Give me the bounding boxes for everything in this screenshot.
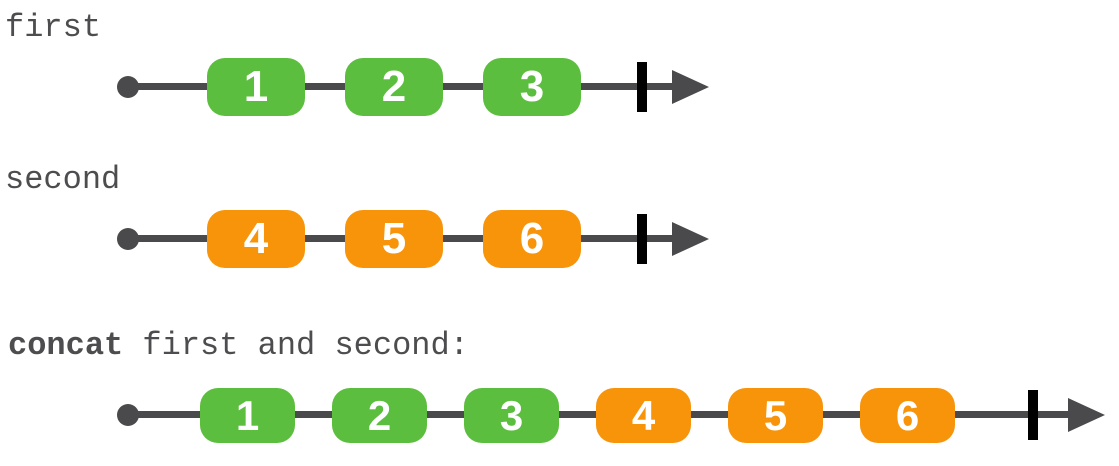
label-text: second — [5, 161, 121, 198]
marble-6: 6 — [483, 210, 581, 268]
arrowhead-icon — [1068, 398, 1105, 432]
stream-label-first: first — [5, 10, 101, 45]
complete-marker — [637, 214, 647, 264]
marble-3: 3 — [483, 58, 581, 116]
marble-2: 2 — [345, 58, 443, 116]
label-text: first and second: — [123, 327, 469, 364]
marble-6: 6 — [860, 388, 955, 443]
marble-5: 5 — [345, 210, 443, 268]
marble-2: 2 — [332, 388, 427, 443]
operator-name: concat — [8, 327, 124, 364]
complete-marker — [1028, 390, 1038, 440]
arrowhead-icon — [672, 222, 709, 256]
marble-5: 5 — [728, 388, 823, 443]
complete-marker — [637, 62, 647, 112]
marble-1: 1 — [200, 388, 295, 443]
marble-4: 4 — [596, 388, 691, 443]
stream-label-concat: concat first and second: — [8, 328, 469, 363]
label-text: first — [5, 9, 102, 46]
marble-4: 4 — [207, 210, 305, 268]
marble-1: 1 — [207, 58, 305, 116]
marble-3: 3 — [464, 388, 559, 443]
stream-label-second: second — [5, 162, 120, 197]
arrowhead-icon — [672, 70, 709, 104]
